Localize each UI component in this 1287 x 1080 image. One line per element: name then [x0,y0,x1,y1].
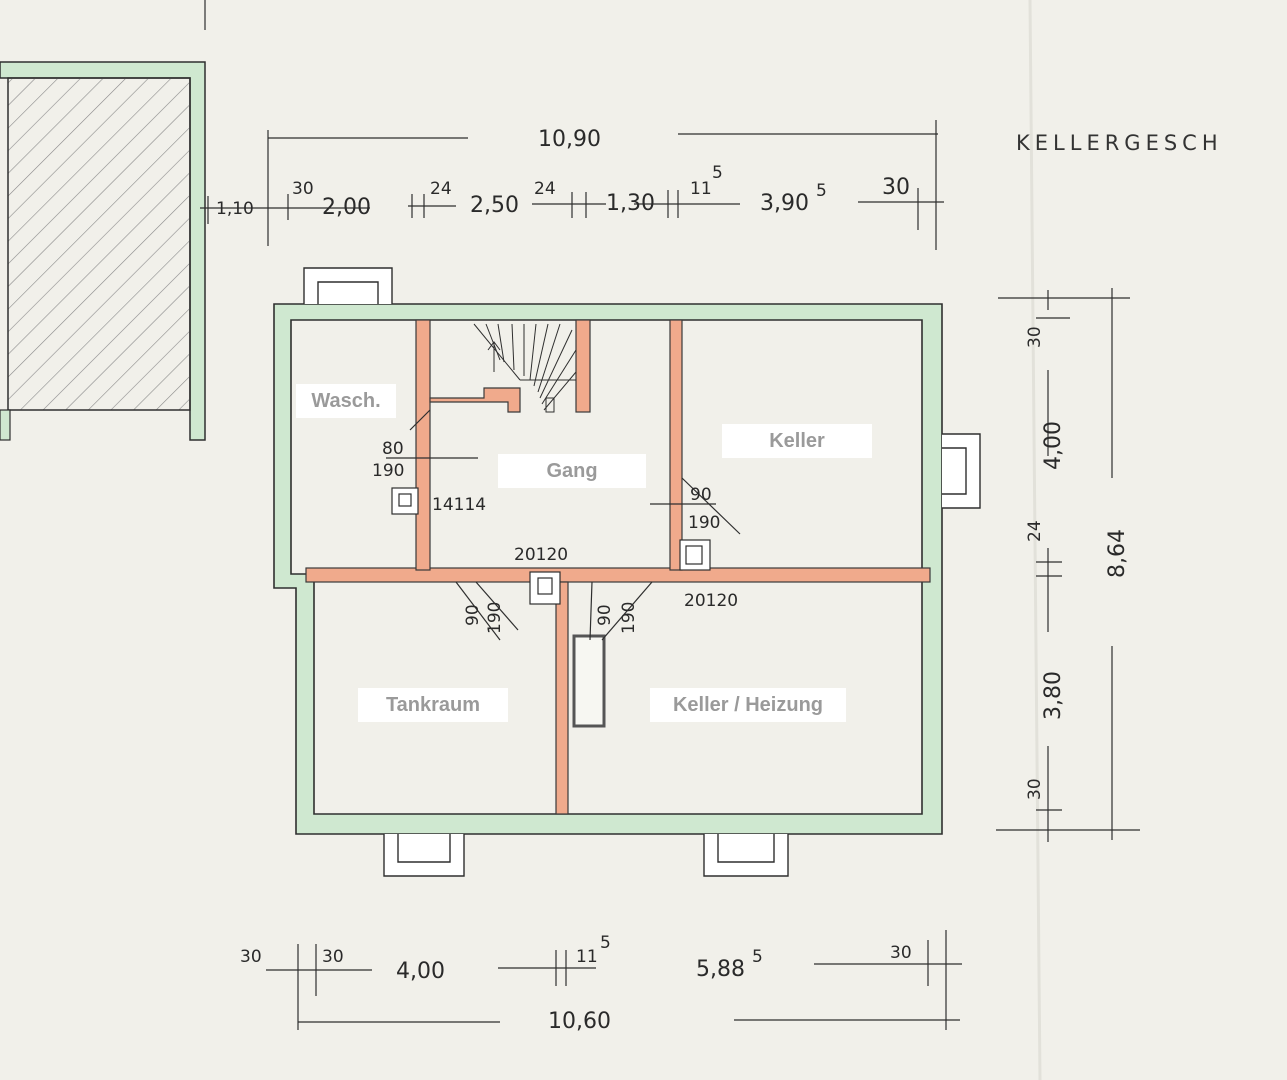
room-label-keller: Keller [722,424,872,458]
drawing-title: KELLERGESCH [1016,131,1223,155]
dim-top-total: 10,90 [538,127,601,152]
door-wasch-width: 80 [382,439,404,459]
dim-top-2: 30 [292,179,314,199]
dim-bottom-total: 10,60 [548,1009,611,1034]
dim-bottom-4-sup: 5 [600,933,611,953]
dim-bottom-2: 30 [322,947,344,967]
inner-walls [305,319,931,815]
dim-right-total: 8,64 [1105,529,1130,578]
door-wasch-height: 190 [372,461,404,481]
dim-top-6: 24 [534,179,556,199]
dim-right-4: 3,80 [1041,671,1066,720]
dim-top-4: 24 [430,179,452,199]
adjacent-structure [0,0,206,441]
dim-bottom-1: 30 [240,947,262,967]
dim-bottom-5: 5,88 [696,957,745,982]
dim-top-9: 3,90 [760,191,809,216]
staircase [473,323,577,413]
window-wells [303,267,981,877]
room-label-gang: Gang [498,454,646,488]
dimension-lines-right [996,288,1140,842]
dim-top-8: 11 [690,179,712,199]
dim-right-3: 24 [1025,520,1045,542]
dim-right-1: 30 [1025,326,1045,348]
dim-top-1: 1,10 [216,199,254,219]
dim-top-3: 2,00 [322,195,371,220]
chimney-label: 14114 [432,495,486,515]
vent-label-1: 20120 [514,545,568,565]
dim-top-8-sup: 5 [712,163,723,183]
vent-label-2: 20120 [684,591,738,611]
dimension-lines-top [200,120,944,250]
door-tank-width: 90 [463,604,483,626]
dim-top-5: 2,50 [470,193,519,218]
dim-top-7: 1,30 [606,191,655,216]
outer-walls [273,303,943,835]
room-label-heizung: Keller / Heizung [650,688,846,722]
dim-right-2: 4,00 [1041,421,1066,470]
dim-bottom-5-sup: 5 [752,947,763,967]
door-tank-height: 190 [485,602,505,634]
dimension-lines-bottom [266,930,962,1030]
paper-fold [1028,0,1042,1080]
dim-bottom-4: 11 [576,947,598,967]
door-heiz-height: 190 [619,602,639,634]
dim-bottom-6: 30 [890,943,912,963]
room-label-wasch: Wasch. [296,384,396,418]
door-heiz-width: 90 [595,604,615,626]
door-keller-width: 90 [690,485,712,505]
room-label-tankraum: Tankraum [358,688,508,722]
dim-top-10: 30 [882,175,910,200]
dim-bottom-3: 4,00 [396,959,445,984]
dim-top-9-sup: 5 [816,181,827,201]
door-keller-height: 190 [688,513,720,533]
fixtures [386,409,741,728]
dim-right-5: 30 [1025,778,1045,800]
